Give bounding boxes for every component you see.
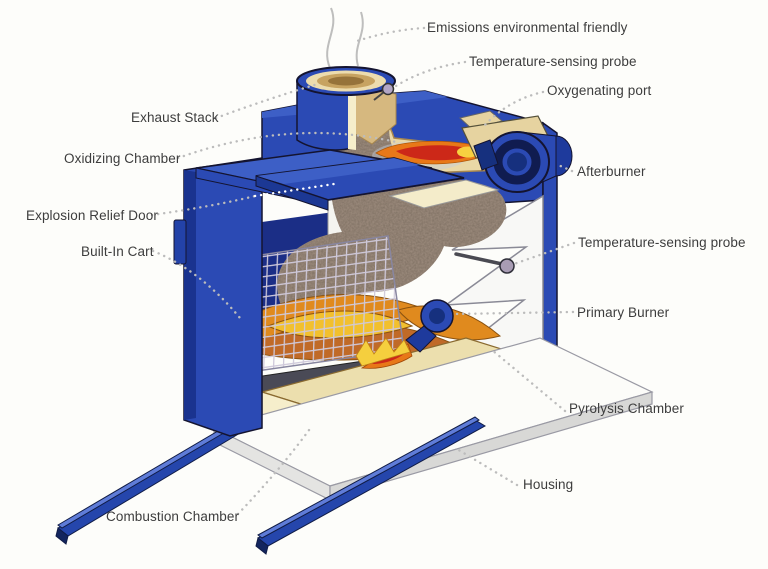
label-built-in-cart: Built-In Cart — [81, 244, 154, 259]
label-housing: Housing — [523, 477, 574, 492]
label-oxidizing-chamber: Oxidizing Chamber — [64, 151, 181, 166]
roof-lining-illustration — [388, 179, 500, 209]
temperature-probe-illustration — [454, 252, 515, 274]
label-temp-probe-right: Temperature-sensing probe — [578, 235, 746, 250]
door-hinge-illustration — [173, 219, 187, 265]
stack-probe-illustration — [373, 82, 395, 101]
afterburner-illustration — [461, 115, 573, 193]
oxygenating-port-illustration — [458, 110, 504, 130]
emission-wisps-illustration — [326, 7, 364, 69]
label-explosion-relief-door: Explosion Relief Door — [26, 208, 158, 223]
label-temp-probe-top: Temperature-sensing probe — [469, 54, 637, 69]
explosion-relief-door-illustration — [255, 157, 465, 211]
label-pyrolysis-chamber: Pyrolysis Chamber — [569, 401, 684, 416]
label-primary-burner: Primary Burner — [577, 305, 670, 320]
exhaust-stack-illustration — [296, 66, 397, 151]
label-emissions: Emissions environmental friendly — [427, 20, 628, 35]
primary-burner-illustration — [355, 299, 454, 369]
cart-rails-illustration — [55, 416, 487, 555]
label-afterburner: Afterburner — [577, 164, 646, 179]
label-oxygenating-port: Oxygenating port — [547, 83, 652, 98]
label-exhaust-stack: Exhaust Stack — [131, 110, 219, 125]
label-combustion-chamber: Combustion Chamber — [106, 509, 240, 524]
leader-lines — [150, 26, 576, 516]
